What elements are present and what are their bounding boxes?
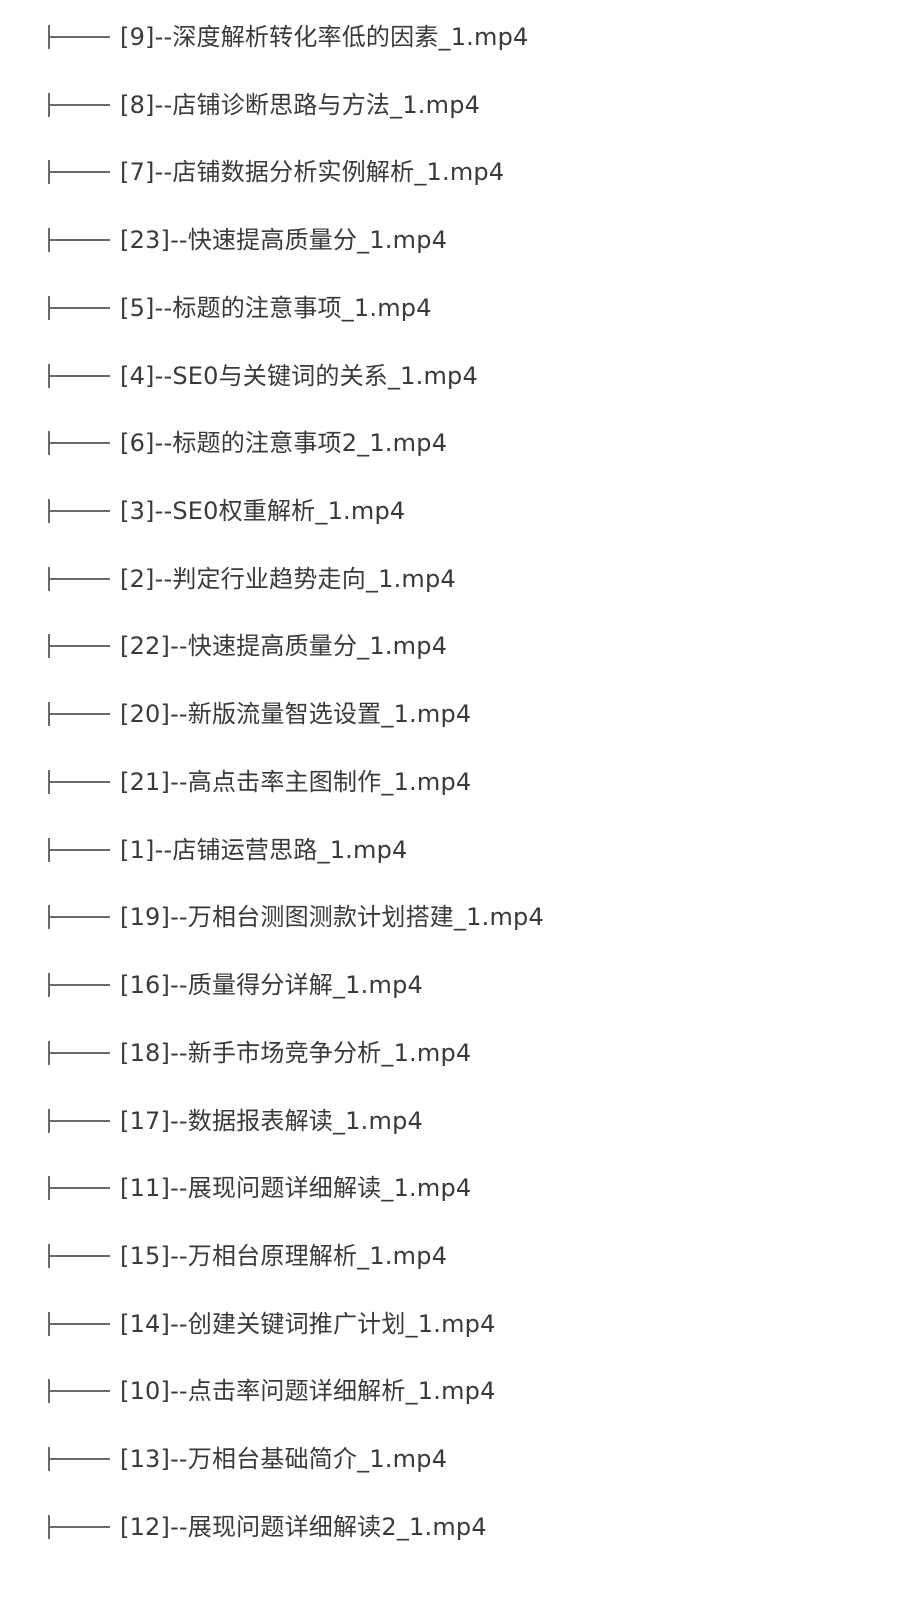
file-tree-item[interactable]: [13]--万相台基础简介_1.mp4 xyxy=(0,1439,910,1479)
file-name: [6]--标题的注意事项2_1.mp4 xyxy=(120,429,448,457)
file-tree-item[interactable]: [2]--判定行业趋势走向_1.mp4 xyxy=(0,559,910,599)
file-name: [9]--深度解析转化率低的因素_1.mp4 xyxy=(120,23,529,51)
file-tree-item[interactable]: [22]--快速提高质量分_1.mp4 xyxy=(0,626,910,666)
tree-branch-icon xyxy=(48,973,110,997)
tree-branch-icon xyxy=(48,770,110,794)
tree-branch-icon xyxy=(48,567,110,591)
file-tree-item[interactable]: [18]--新手市场竞争分析_1.mp4 xyxy=(0,1033,910,1073)
tree-branch-icon xyxy=(48,1244,110,1268)
file-name: [7]--店铺数据分析实例解析_1.mp4 xyxy=(120,158,505,186)
tree-branch-icon xyxy=(48,1447,110,1471)
tree-branch-icon xyxy=(48,431,110,455)
tree-branch-icon xyxy=(48,93,110,117)
file-name: [2]--判定行业趋势走向_1.mp4 xyxy=(120,565,456,593)
file-tree-item[interactable]: [10]--点击率问题详细解析_1.mp4 xyxy=(0,1371,910,1411)
tree-branch-icon xyxy=(48,296,110,320)
tree-branch-icon xyxy=(48,1515,110,1539)
file-name: [22]--快速提高质量分_1.mp4 xyxy=(120,632,448,660)
file-tree-item[interactable]: [8]--店铺诊断思路与方法_1.mp4 xyxy=(0,85,910,125)
tree-branch-icon xyxy=(48,1109,110,1133)
tree-branch-icon xyxy=(48,1176,110,1200)
file-tree-item[interactable]: [21]--高点击率主图制作_1.mp4 xyxy=(0,762,910,802)
file-tree-item[interactable]: [14]--创建关键词推广计划_1.mp4 xyxy=(0,1304,910,1344)
file-tree-item[interactable]: [15]--万相台原理解析_1.mp4 xyxy=(0,1236,910,1276)
tree-branch-icon xyxy=(48,160,110,184)
file-tree-item[interactable]: [11]--展现问题详细解读_1.mp4 xyxy=(0,1168,910,1208)
tree-branch-icon xyxy=(48,838,110,862)
tree-branch-icon xyxy=(48,905,110,929)
file-tree-item[interactable]: [16]--质量得分详解_1.mp4 xyxy=(0,965,910,1005)
tree-branch-icon xyxy=(48,364,110,388)
file-name: [4]--SE0与关键词的关系_1.mp4 xyxy=(120,362,478,390)
file-name: [17]--数据报表解读_1.mp4 xyxy=(120,1107,423,1135)
tree-branch-icon xyxy=(48,634,110,658)
tree-branch-icon xyxy=(48,499,110,523)
file-name: [10]--点击率问题详细解析_1.mp4 xyxy=(120,1377,496,1405)
file-name: [15]--万相台原理解析_1.mp4 xyxy=(120,1242,448,1270)
file-name: [5]--标题的注意事项_1.mp4 xyxy=(120,294,432,322)
file-name: [3]--SE0权重解析_1.mp4 xyxy=(120,497,406,525)
file-name: [20]--新版流量智选设置_1.mp4 xyxy=(120,700,472,728)
file-name: [12]--展现问题详细解读2_1.mp4 xyxy=(120,1513,487,1541)
file-tree-item[interactable]: [5]--标题的注意事项_1.mp4 xyxy=(0,288,910,328)
file-name: [11]--展现问题详细解读_1.mp4 xyxy=(120,1174,472,1202)
file-name: [13]--万相台基础简介_1.mp4 xyxy=(120,1445,448,1473)
file-tree-item[interactable]: [17]--数据报表解读_1.mp4 xyxy=(0,1101,910,1141)
file-tree-item[interactable]: [23]--快速提高质量分_1.mp4 xyxy=(0,220,910,260)
file-name: [16]--质量得分详解_1.mp4 xyxy=(120,971,423,999)
file-tree-item[interactable]: [6]--标题的注意事项2_1.mp4 xyxy=(0,423,910,463)
tree-branch-icon xyxy=(48,228,110,252)
file-tree-item[interactable]: [20]--新版流量智选设置_1.mp4 xyxy=(0,694,910,734)
file-tree-item[interactable]: [7]--店铺数据分析实例解析_1.mp4 xyxy=(0,152,910,192)
file-tree-item[interactable]: [19]--万相台测图测款计划搭建_1.mp4 xyxy=(0,897,910,937)
file-tree-item[interactable]: [12]--展现问题详细解读2_1.mp4 xyxy=(0,1507,910,1547)
tree-branch-icon xyxy=(48,1041,110,1065)
file-tree-item[interactable]: [4]--SE0与关键词的关系_1.mp4 xyxy=(0,356,910,396)
file-name: [18]--新手市场竞争分析_1.mp4 xyxy=(120,1039,472,1067)
file-tree-item[interactable]: [3]--SE0权重解析_1.mp4 xyxy=(0,491,910,531)
file-tree-item[interactable]: [9]--深度解析转化率低的因素_1.mp4 xyxy=(0,17,910,57)
file-name: [23]--快速提高质量分_1.mp4 xyxy=(120,226,448,254)
file-name: [8]--店铺诊断思路与方法_1.mp4 xyxy=(120,91,481,119)
file-tree-item[interactable]: [1]--店铺运营思路_1.mp4 xyxy=(0,830,910,870)
file-name: [14]--创建关键词推广计划_1.mp4 xyxy=(120,1310,496,1338)
tree-branch-icon xyxy=(48,1312,110,1336)
tree-branch-icon xyxy=(48,702,110,726)
tree-branch-icon xyxy=(48,25,110,49)
tree-branch-icon xyxy=(48,1379,110,1403)
file-name: [1]--店铺运营思路_1.mp4 xyxy=(120,836,408,864)
file-name: [21]--高点击率主图制作_1.mp4 xyxy=(120,768,472,796)
file-name: [19]--万相台测图测款计划搭建_1.mp4 xyxy=(120,903,544,931)
